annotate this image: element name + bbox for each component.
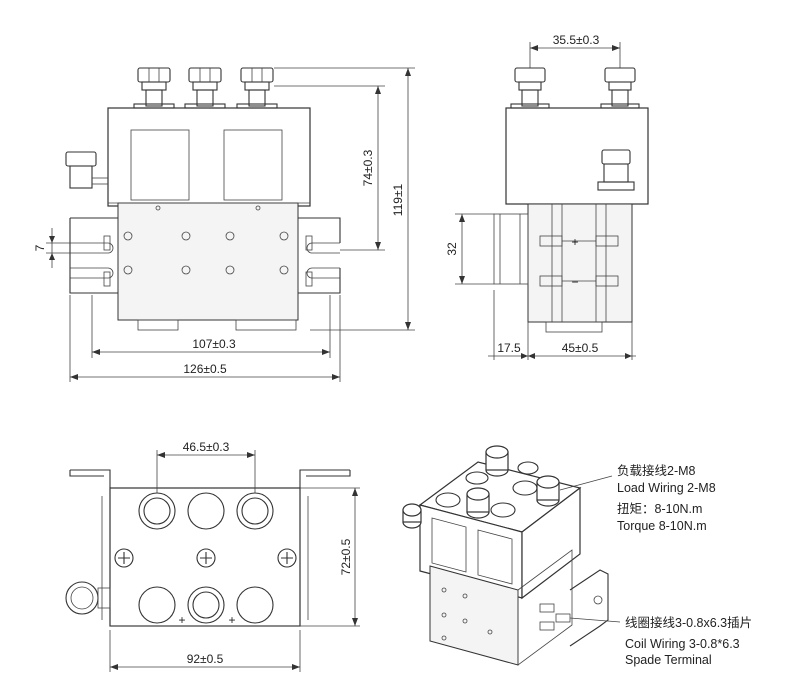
side-terminal-posts: [510, 67, 640, 109]
front-right-bracket: [298, 217, 341, 294]
coil-leader-line: [569, 617, 621, 623]
coil-wiring-cn: 线圈接线3-0.8x6.3插片: [625, 615, 752, 630]
front-lower-plate: [117, 202, 299, 321]
front-terminal-posts: [133, 67, 278, 109]
top-view: + + 46.5±0.3 72±0.5 92±0.5: [65, 440, 360, 672]
iso-terminal-posts: [466, 445, 560, 519]
top-coil-terminal: [65, 581, 111, 615]
top-plus-a: +: [178, 613, 185, 627]
annotations: 负载接线2-M8 Load Wiring 2-M8 扭矩：8-10N.m Tor…: [617, 463, 752, 667]
side-spade-terminals: [539, 235, 619, 287]
dim-45-label: 45±0.5: [562, 341, 599, 355]
front-upper-housing: [107, 107, 311, 207]
side-upper-housing: [505, 107, 649, 205]
dim-7-label: 7: [33, 244, 47, 251]
dim-74-label: 74±0.3: [361, 149, 375, 186]
dim-107-label: 107±0.3: [192, 337, 236, 351]
side-coil-terminal: [597, 149, 635, 191]
dim-119-label: 119±1: [391, 183, 405, 216]
side-view: + −: [445, 33, 649, 360]
front-plate-holes: [123, 205, 289, 275]
load-leader-line: [559, 475, 613, 491]
dim-32-label: 32: [445, 242, 459, 256]
side-plus-sign: +: [571, 235, 578, 249]
dim-72-label: 72±0.5: [339, 538, 353, 575]
top-plus-b: +: [228, 613, 235, 627]
torque-cn: 扭矩：8-10N.m: [617, 502, 702, 516]
front-right-window: [223, 129, 283, 201]
load-wiring-cn: 负载接线2-M8: [617, 463, 696, 478]
dim-126-label: 126±0.5: [183, 362, 227, 376]
dim-35-5-label: 35.5±0.3: [553, 33, 600, 47]
torque-en: Torque 8-10N.m: [617, 519, 707, 533]
front-left-window: [130, 129, 190, 201]
top-left-bracket: [69, 469, 111, 488]
coil-wiring-en-2: Spade Terminal: [625, 653, 712, 667]
front-dimensions: [46, 67, 415, 382]
top-dimensions: [109, 450, 360, 672]
side-bracket: [493, 213, 529, 285]
iso-right-face: [521, 486, 581, 600]
dim-17-5-label: 17.5: [497, 341, 521, 355]
isometric-view: [402, 445, 621, 666]
iso-coil-terminal: [402, 503, 422, 529]
top-right-bracket: [299, 469, 351, 488]
side-minus-sign: −: [571, 275, 578, 289]
dim-92-label: 92±0.5: [187, 652, 224, 666]
front-left-bracket: [69, 217, 118, 294]
front-view: 107±0.3 126±0.5 74±0.3 119±1 7: [33, 67, 415, 382]
top-screw-icons: [114, 548, 297, 568]
load-wiring-en: Load Wiring 2-M8: [617, 481, 716, 495]
side-lower-plate: [527, 203, 633, 323]
front-coil-terminal: [65, 151, 108, 189]
iso-spade-terminals: [539, 603, 571, 631]
side-dimensions: [455, 42, 636, 360]
dim-46-5-label: 46.5±0.3: [183, 440, 230, 454]
iso-right-bracket: [569, 569, 609, 647]
coil-wiring-en: Coil Wiring 3-0.8*6.3: [625, 637, 740, 651]
iso-top-holes: [435, 461, 539, 518]
